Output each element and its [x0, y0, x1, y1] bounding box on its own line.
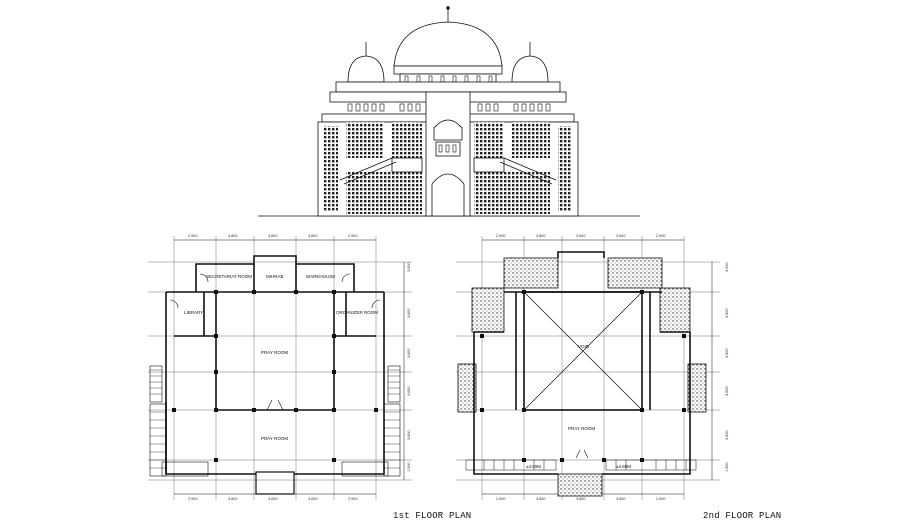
dim-top-5: 2,900: [348, 234, 358, 238]
dim2-right-6: 1,500: [725, 462, 729, 472]
side-stairs: [149, 365, 401, 477]
dim2-right-1: 3,000: [725, 262, 729, 272]
dim2-bottom-2: 3,800: [536, 497, 546, 501]
dim-right-5: 3,600: [407, 430, 411, 440]
balcony-railing: [465, 459, 697, 471]
void-cross: [523, 291, 643, 411]
dim-top-3: 3,600: [268, 234, 278, 238]
dim-top-2: 3,800: [228, 234, 238, 238]
dim2-top-5: 2,900: [656, 234, 666, 238]
dim2-bottom-4: 3,600: [616, 497, 626, 501]
dim2-top-4: 3,600: [616, 234, 626, 238]
grid-lines-2: [456, 236, 720, 500]
dim2-top-3: 3,600: [576, 234, 586, 238]
label-void: VOID: [578, 344, 590, 349]
label-library: LIBRARY: [184, 310, 203, 315]
upper-window-row: [347, 103, 551, 112]
dim-right-3: 3,600: [407, 348, 411, 358]
dim2-bottom-1: 2,900: [496, 497, 506, 501]
dim-bottom-2: 3,800: [228, 497, 238, 501]
label-level-left: ±4.50M: [526, 464, 541, 469]
label-mihrab: MIHRAB: [266, 274, 284, 279]
second-floor-walls: [473, 251, 691, 475]
second-floor-dimensions: 2,900 3,800 3,600 3,600 2,900 2,900 3,80…: [496, 234, 729, 501]
second-floor-plan: [456, 236, 720, 500]
dim2-top-2: 3,800: [536, 234, 546, 238]
dim-bottom-4: 3,600: [308, 497, 318, 501]
dim-top-1: 2,900: [188, 234, 198, 238]
dim-bottom-1: 2,900: [188, 497, 198, 501]
label-organizer-room: ORGANIZER ROOM: [336, 310, 378, 315]
facade-screen-panels: [324, 122, 572, 214]
dim-right-6: 1,500: [407, 462, 411, 472]
mosque-front-elevation: [258, 6, 640, 217]
dim2-right-5: 3,600: [725, 430, 729, 440]
central-dome: [393, 6, 503, 85]
dim2-bottom-5: 2,900: [656, 497, 666, 501]
label-warehouse: WAREHOUSE: [306, 274, 335, 279]
roof-hatch-areas: [457, 257, 707, 497]
dim2-right-4: 3,600: [725, 386, 729, 396]
dim-right-4: 3,600: [407, 386, 411, 396]
dim-bottom-3: 3,600: [268, 497, 278, 501]
first-floor-walls: [165, 255, 385, 495]
dim-top-4: 3,600: [308, 234, 318, 238]
dim2-right-2: 3,600: [725, 308, 729, 318]
dim-right-2: 3,600: [407, 308, 411, 318]
central-arch-tower: [425, 91, 471, 217]
first-floor-plan-caption: 1st FLOOR PLAN: [393, 511, 472, 521]
first-floor-plan: [148, 236, 412, 500]
dim2-right-3: 3,600: [725, 348, 729, 358]
second-floor-plan-caption: 2nd FLOOR PLAN: [703, 511, 782, 521]
dim-right-1: 3,000: [407, 262, 411, 272]
left-dome: [347, 42, 385, 83]
dim2-top-1: 2,900: [496, 234, 506, 238]
dim-bottom-5: 2,900: [348, 497, 358, 501]
label-pray-room-upper: PRAY ROOM: [261, 350, 288, 355]
columns-2: [480, 290, 686, 462]
label-pray-room-2: PRAY ROOM: [568, 426, 595, 431]
dim2-bottom-3: 3,600: [576, 497, 586, 501]
facade-stairs: [339, 157, 557, 185]
right-dome: [511, 42, 549, 83]
label-pray-room-lower: PRAY ROOM: [261, 436, 288, 441]
first-floor-labels: SECRETARIAT ROOM MIHRAB WAREHOUSE LIBRAR…: [184, 274, 378, 441]
second-floor-labels: VOID PRAY ROOM ±4.50M ±4.50M: [526, 344, 631, 469]
doors: [169, 273, 381, 411]
first-floor-dimensions: 2,900 3,800 3,600 3,600 2,900 2,900 3,80…: [188, 234, 411, 501]
label-secretariat-room: SECRETARIAT ROOM: [206, 274, 252, 279]
columns: [172, 290, 378, 462]
label-level-right: ±4.50M: [616, 464, 631, 469]
door-2: [575, 449, 589, 459]
